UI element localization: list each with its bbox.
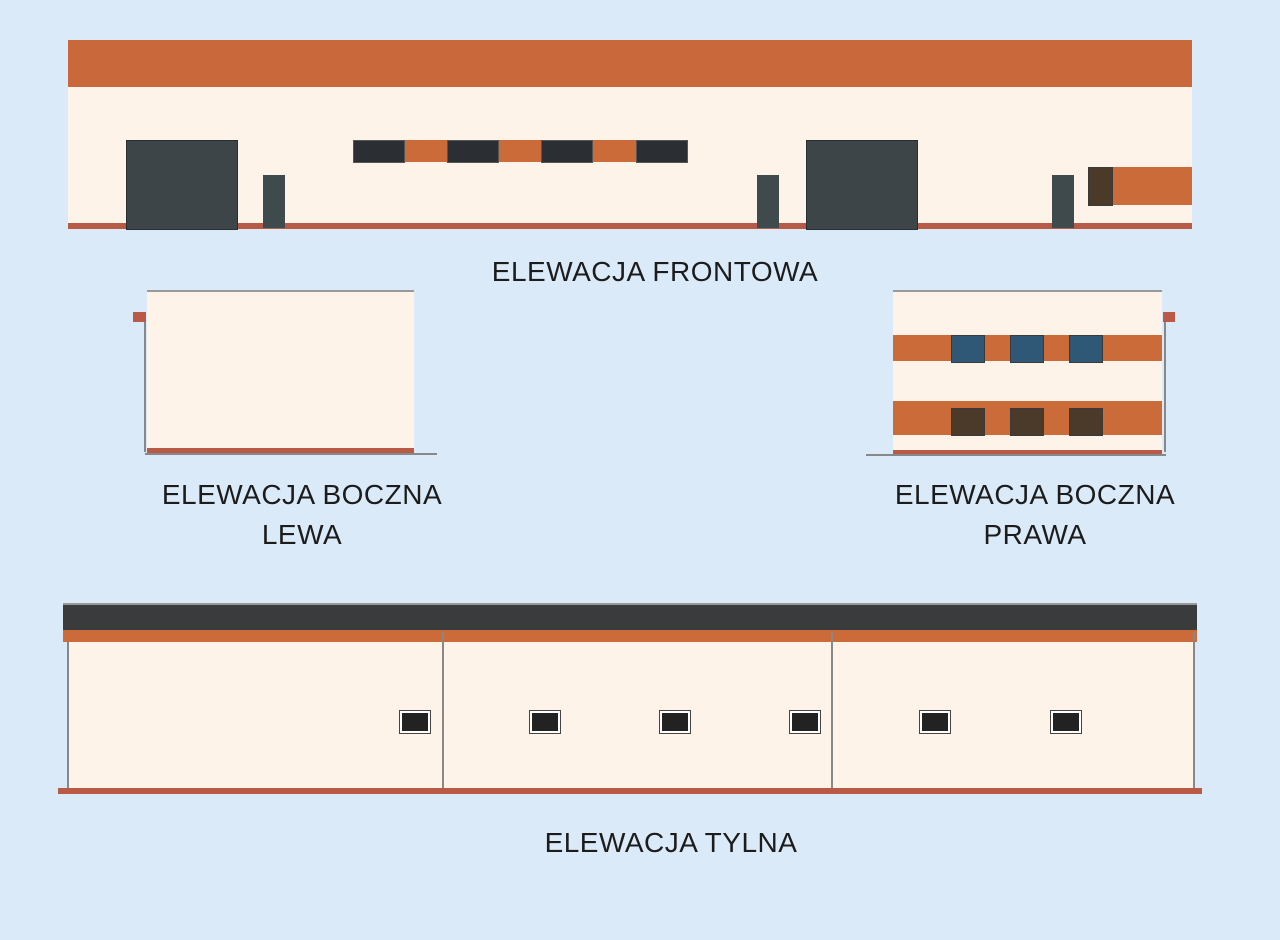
left-gutter — [133, 312, 146, 322]
left-ground-line — [145, 453, 437, 455]
rear-downpipe-2 — [442, 632, 444, 790]
rear-plinth — [58, 788, 1202, 794]
door-1 — [263, 175, 285, 228]
right-upper-window-3 — [1069, 335, 1103, 363]
rear-window-3 — [659, 710, 691, 734]
window-3 — [541, 140, 593, 163]
right-label-line1: ELEWACJA BOCZNA — [894, 479, 1176, 510]
window-1 — [353, 140, 405, 163]
rear-window-5 — [919, 710, 951, 734]
front-elevation-label: ELEWACJA FRONTOWA — [491, 256, 819, 287]
rear-window-2 — [529, 710, 561, 734]
corner-window — [1088, 167, 1113, 206]
left-wall — [147, 290, 414, 452]
front-plinth — [68, 223, 1192, 229]
right-lower-window-2 — [1010, 408, 1044, 436]
right-downpipe — [1164, 322, 1166, 452]
left-label-line1: ELEWACJA BOCZNA — [161, 479, 443, 510]
window-2 — [447, 140, 499, 163]
rear-downpipe-1 — [67, 642, 69, 790]
left-downpipe — [144, 322, 146, 452]
right-gutter — [1163, 312, 1175, 322]
right-plinth — [893, 450, 1162, 455]
right-lower-window-1 — [951, 408, 985, 436]
left-label-line2: LEWA — [261, 519, 343, 550]
right-label-line2: PRAWA — [983, 519, 1087, 550]
rear-window-1 — [399, 710, 431, 734]
rear-window-6 — [1050, 710, 1082, 734]
front-roof-band — [68, 40, 1192, 87]
door-3 — [1052, 175, 1074, 228]
right-lower-window-3 — [1069, 408, 1103, 436]
right-upper-window-2 — [1010, 335, 1044, 363]
garage-door-2 — [806, 140, 918, 230]
window-band-cladding — [353, 140, 687, 162]
right-ground-line — [866, 454, 1166, 456]
garage-door-1 — [126, 140, 238, 230]
rear-elevation-label: ELEWACJA TYLNA — [544, 827, 798, 858]
left-elevation-label: ELEWACJA BOCZNA LEWA — [102, 475, 502, 555]
door-2 — [757, 175, 779, 228]
rear-window-4 — [789, 710, 821, 734]
right-elevation-label: ELEWACJA BOCZNA PRAWA — [835, 475, 1235, 555]
rear-downpipe-3 — [831, 632, 833, 790]
rear-roof — [63, 603, 1197, 632]
left-plinth — [147, 448, 414, 453]
right-upper-window-1 — [951, 335, 985, 363]
window-4 — [636, 140, 688, 163]
rear-downpipe-4 — [1193, 632, 1195, 790]
rear-fascia — [63, 630, 1197, 642]
rear-wall — [68, 642, 1195, 789]
